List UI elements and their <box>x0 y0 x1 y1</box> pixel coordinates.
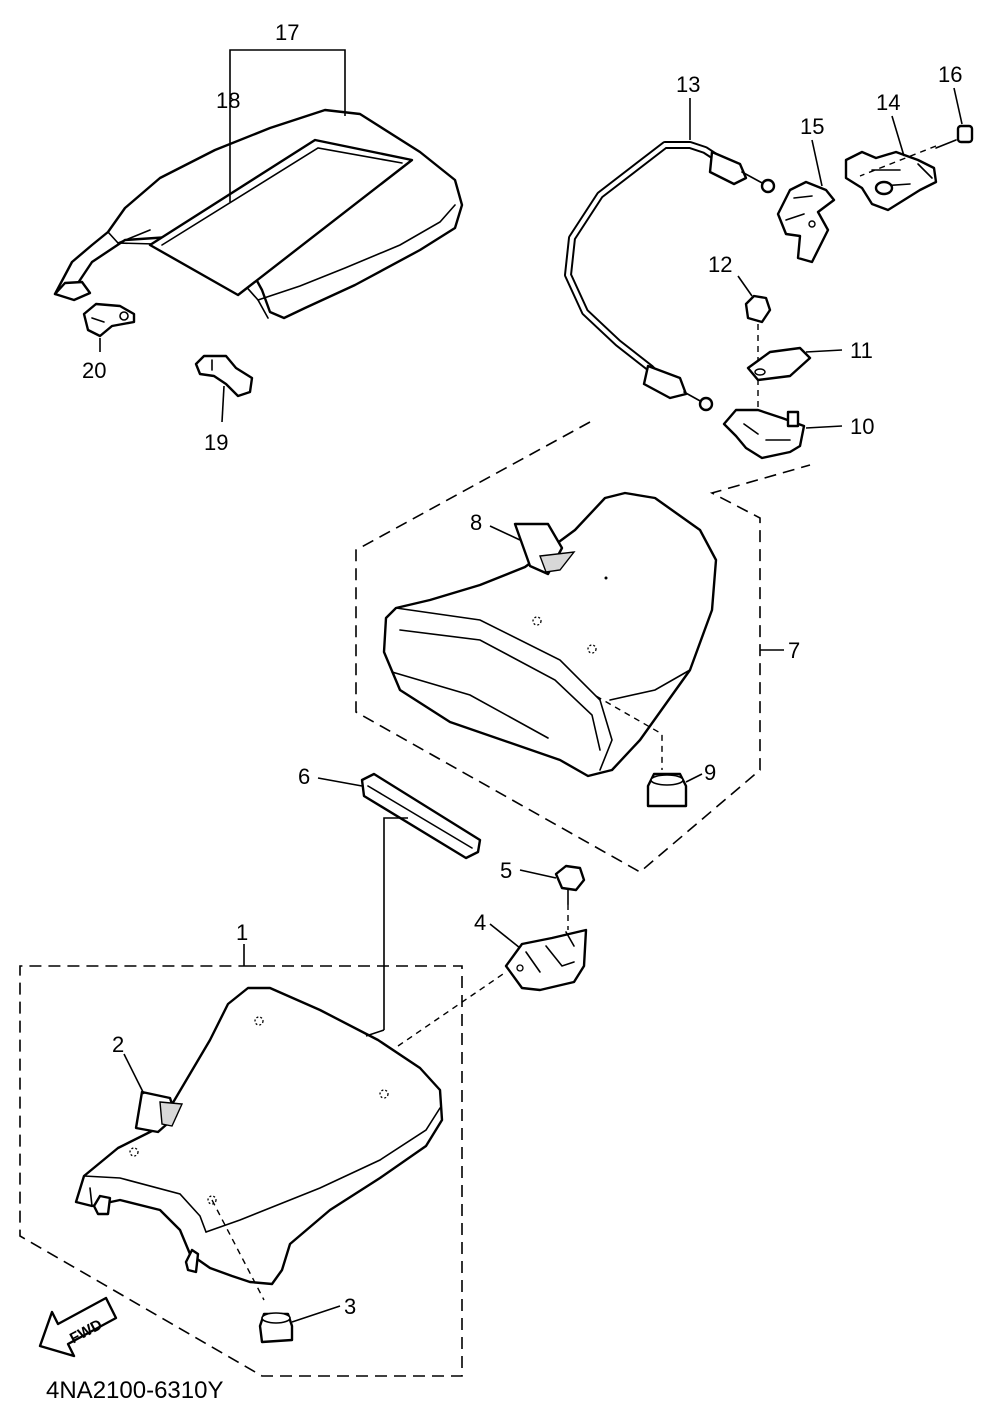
bolt-5 <box>554 864 586 905</box>
damper-9 <box>595 695 688 808</box>
callout-2: 2 <box>112 1032 124 1057</box>
callout-9: 9 <box>704 760 716 785</box>
callout-17: 17 <box>275 20 299 45</box>
damper-3 <box>211 1199 294 1344</box>
leader-lines <box>99 49 963 1323</box>
lock-bracket-15 <box>776 180 836 264</box>
callout-14: 14 <box>876 90 900 115</box>
callout-1: 1 <box>236 920 248 945</box>
bracket-20 <box>82 302 136 338</box>
hook-10 <box>722 408 806 460</box>
forward-arrow-icon: FWD <box>38 1296 118 1358</box>
plate-11 <box>746 346 812 382</box>
callout-18: 18 <box>216 88 240 113</box>
rider-seat-1 <box>74 986 444 1286</box>
nut-12 <box>744 294 772 324</box>
callout-19: 19 <box>204 430 228 455</box>
diagram-code: 4NA2100-6310Y <box>46 1377 223 1404</box>
callout-labels: 17 18 20 19 13 16 14 15 12 11 10 8 7 9 6… <box>82 20 962 1319</box>
seat-lock-cable <box>564 141 776 412</box>
callout-15: 15 <box>800 114 824 139</box>
callout-16: 16 <box>938 62 962 87</box>
rubber-strip-6 <box>360 772 482 860</box>
callout-12: 12 <box>708 252 732 277</box>
screw-16 <box>935 124 974 149</box>
group-outline-7 <box>355 421 811 873</box>
tab-8 <box>513 522 576 576</box>
callout-5: 5 <box>500 858 512 883</box>
callout-10: 10 <box>850 414 874 439</box>
bracket-19 <box>194 354 254 398</box>
rear-cowl-7 <box>382 491 718 778</box>
seat-lock-14 <box>844 150 938 212</box>
callout-7: 7 <box>788 638 800 663</box>
rear-seat-cowl <box>53 108 464 320</box>
callout-8: 8 <box>470 510 482 535</box>
callout-4: 4 <box>474 910 486 935</box>
tab-2 <box>134 1090 184 1134</box>
callout-3: 3 <box>344 1294 356 1319</box>
callout-13: 13 <box>676 72 700 97</box>
callout-11: 11 <box>850 338 873 363</box>
hinge-bracket-4 <box>504 928 588 992</box>
callout-20: 20 <box>82 358 106 383</box>
callout-6: 6 <box>298 764 310 789</box>
group-outline-1 <box>19 965 463 1377</box>
